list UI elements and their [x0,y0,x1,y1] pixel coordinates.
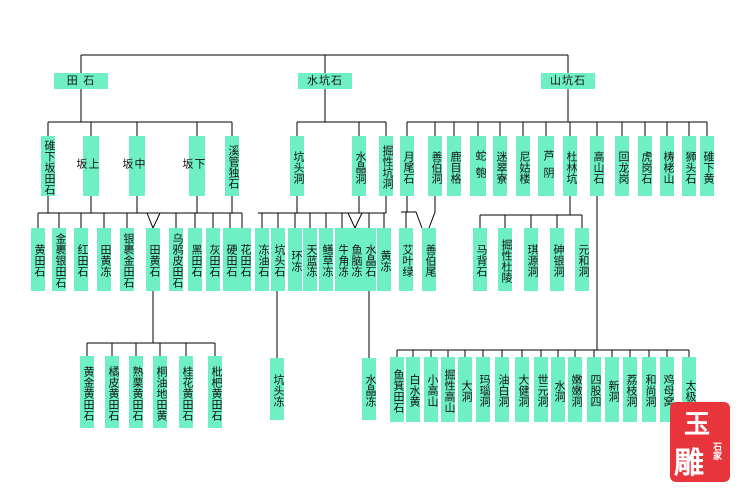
node-shuikeng-grandchild: 黄冻 [377,228,392,291]
node-shanbo-child: 艾叶绿 [399,228,414,291]
node-shuikeng-grandchild: 水晶石 [362,228,377,291]
node-tianshi-grandchild: 乌鸦皮田石 [169,228,184,291]
node-gaoshan-child: 掘性高山 [441,357,456,422]
node-shuikeng-grandchild: 牛角冻 [335,228,350,291]
node-gaoshan-child: 新洞 [605,357,620,422]
node-shankeng-child: 鹿目格 [447,136,462,196]
node-tianhuang-variety: 枇杷黄田石 [208,356,223,428]
watermark-stamp: 玉 雕 石家 [670,402,730,482]
node-shankeng-child: 月尾石 [400,136,415,196]
node-tianshi-child: 下 坂 [181,136,206,196]
node-tianshi-grandchild: 黄田石 [31,228,46,291]
node-shuikeng-leaf: 水晶冻 [362,358,377,420]
node-tianshi-child: 上 坂 [75,136,100,196]
node-shankeng-child: 碓下黄 [700,136,715,196]
node-shankeng-child: 回龙岗 [615,136,630,196]
node-tianhuang-variety: 熟栗黄田石 [129,356,144,428]
node-shuikeng-grandchild: 冻油石 [255,228,270,291]
stamp-char: 雕 [674,446,704,481]
node-tianhuang-variety: 桂花黄田石 [179,356,194,428]
node-dulin-child: 砷银洞 [550,228,565,291]
node-shanbo-child: 善伯尾 [422,228,437,291]
stamp-side-text: 石家 [711,442,721,460]
node-shuikeng-grandchild: 鳝草冻 [319,228,334,291]
node-dulin-child: 马背石 [473,228,488,291]
node-shuikeng-grandchild: 鱼脑冻 [348,228,363,291]
node-tianshi-grandchild: 田黄冻 [97,228,112,291]
node-shankeng-child: 迷翠寮 [493,136,508,196]
node-gaoshan-child: 世元洞 [534,357,549,422]
node-shankeng-child: 狮头石 [682,136,697,196]
node-tianshi-grandchild: 银裹金田石 [120,228,135,291]
node-shankeng-child: 蛇匏 [470,136,487,196]
node-tianhuang-variety: 黄金黄田石 [80,356,95,428]
node-shankeng-child: 善伯洞 [428,136,443,196]
node-gaoshan-child: 大健洞 [515,357,530,422]
node-shankeng-child: 尼姑楼 [516,136,531,196]
node-shuikeng-child: 掘性坑洞 [379,136,394,196]
node-shuikeng-child: 水晶洞 [352,136,367,196]
node-gaoshan-child: 四股四 [587,357,602,422]
node-tianshi-grandchild: 硬田石 [223,228,238,291]
node-shuikeng-grandchild: 环冻 [288,228,303,291]
node-tianhuang-variety: 橘皮黄田石 [105,356,120,428]
node-tianshi-grandchild: 红田石 [74,228,89,291]
node-tianshi-grandchild: 田黄石 [146,228,161,291]
node-gaoshan-child: 嫩嫩洞 [568,357,583,422]
node-tianshi-child: 碓下坂田石 [41,136,56,196]
node-shuikeng-grandchild: 天蓝冻 [303,228,318,291]
node-shuikeng-leaf: 坑头冻 [270,358,285,420]
node-shankeng-child: 高山石 [590,136,605,196]
node-tianshi-grandchild: 黑田石 [188,228,203,291]
node-dulin-child: 元和洞 [575,228,590,291]
node-gaoshan-child: 荔枝洞 [623,357,638,422]
node-tianshi-child: 溪管独石 [225,136,240,196]
node-gaoshan-child: 小高山 [424,357,439,422]
node-shankeng-child: 芦阴 [538,136,555,196]
node-gaoshan-child: 大洞 [458,357,473,422]
node-gaoshan-child: 白水黄 [406,357,421,422]
node-tianshi-grandchild: 花田石 [237,228,252,291]
node-tianshi-child: 中 坂 [121,136,146,196]
node-tianshi-grandchild: 灰田石 [206,228,221,291]
node-shuikeng-grandchild: 坑头石 [271,228,286,291]
node-shuikeng-child: 坑头洞 [290,136,305,196]
node-tianshi-grandchild: 金裹银田石 [52,228,67,291]
root-tianshi: 田 石 [54,73,108,89]
root-shuikeng: 水坑石 [298,73,352,89]
root-shankeng: 山坑石 [541,73,595,89]
node-gaoshan-child: 鱼箕田石 [390,357,405,422]
node-gaoshan-child: 水洞 [551,357,566,422]
node-tianhuang-variety: 桐油地田黄 [153,356,168,428]
node-shankeng-child: 杜林坑 [563,136,578,196]
node-gaoshan-child: 油白洞 [495,357,510,422]
node-gaoshan-child: 和尚洞 [642,357,657,422]
node-dulin-child: 琪源洞 [524,228,539,291]
node-shankeng-child: 梼栳山 [660,136,675,196]
stamp-char: 玉 [684,410,711,440]
node-shankeng-child: 虎岗石 [638,136,653,196]
node-gaoshan-child: 玛瑙洞 [476,357,491,422]
node-dulin-child: 掘性杜陵 [498,228,513,291]
